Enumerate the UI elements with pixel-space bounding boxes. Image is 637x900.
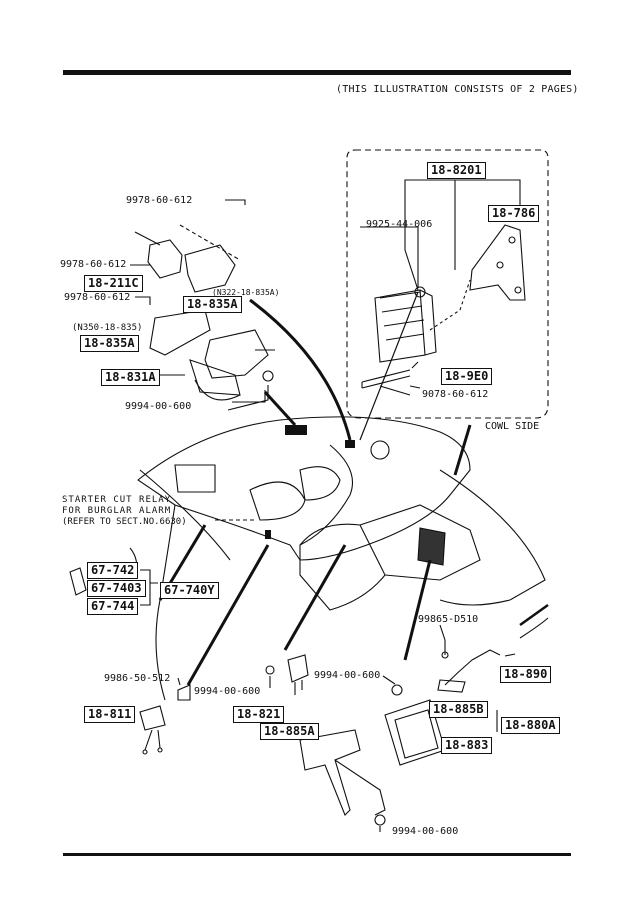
label-9978-60-612-c: 9978-60-612 (64, 292, 131, 303)
leader-9925 (404, 192, 419, 291)
label-67-740Y: 67-740Y (160, 582, 219, 599)
label-cowl-side: COWL SIDE (485, 421, 540, 432)
part-18-821 (287, 654, 309, 683)
dash-panel (299, 523, 386, 611)
label-9986-50-512: 9986-50-512 (104, 673, 171, 684)
header-note: (THIS ILLUSTRATION CONSISTS OF 2 PAGES) (336, 84, 579, 95)
part-18-811 (139, 705, 166, 731)
bracket-18-885A (299, 729, 361, 816)
label-relay-note-1: STARTER CUT RELAY (62, 495, 172, 505)
label-18-883: 18-883 (441, 737, 493, 754)
label-9994-00-600-a: 9994-00-600 (125, 401, 192, 412)
label-67-7403: 67-7403 (87, 580, 146, 597)
sensor-18-890 (437, 679, 466, 693)
label-18-821: 18-821 (233, 706, 285, 723)
leader-18-8201 (404, 179, 521, 210)
label-n322: (N322-18-835A) (212, 288, 280, 297)
leader-n322 (249, 298, 352, 441)
bolt-9078 (361, 369, 411, 389)
bottom-rule (63, 853, 571, 856)
label-9978-60-612-a: 9978-60-612 (126, 195, 193, 206)
label-n350: (N350-18-835) (72, 323, 143, 333)
label-9994-00-600-c: 9994-00-600 (314, 670, 381, 681)
label-18-211C: 18-211C (84, 275, 143, 292)
label-18-885B: 18-885B (429, 701, 488, 718)
relay-18-831A (204, 329, 269, 379)
detail-frame (346, 149, 549, 419)
label-18-880A: 18-880A (501, 717, 560, 734)
module-18-9E0 (374, 289, 426, 363)
label-18-786: 18-786 (488, 205, 540, 222)
label-relay-note-2: FOR BURGLAR ALARM (62, 506, 172, 516)
cover-18-835A (149, 309, 211, 356)
label-9994-00-600-d: 9994-00-600 (392, 826, 459, 837)
label-18-831A: 18-831A (101, 369, 160, 386)
label-18-811: 18-811 (84, 706, 136, 723)
label-18-890: 18-890 (500, 666, 552, 683)
label-18-8201: 18-8201 (427, 162, 486, 179)
part-18-211C (147, 239, 183, 279)
label-9994-00-600-b: 9994-00-600 (194, 686, 261, 697)
nut-9994-a (262, 370, 274, 382)
bracket-18-835A (184, 244, 236, 293)
label-67-742: 67-742 (87, 562, 139, 579)
label-9925-44-006: 9925-44-006 (366, 219, 433, 230)
label-67-744: 67-744 (87, 598, 139, 615)
label-18-9E0: 18-9E0 (441, 368, 493, 385)
bracket-18-786 (469, 224, 526, 301)
label-18-835A-a: 18-835A (183, 296, 242, 313)
label-99865-D510: 99865-D510 (418, 614, 479, 625)
cowl-body (137, 416, 471, 561)
label-9978-60-612-b: 9978-60-612 (60, 259, 127, 270)
label-9078-60-612: 9078-60-612 (422, 389, 489, 400)
top-rule (63, 70, 571, 75)
label-relay-note-3: (REFER TO SECT.NO.6630) (62, 517, 187, 527)
label-18-835A-b: 18-835A (80, 335, 139, 352)
label-18-885A: 18-885A (260, 723, 319, 740)
